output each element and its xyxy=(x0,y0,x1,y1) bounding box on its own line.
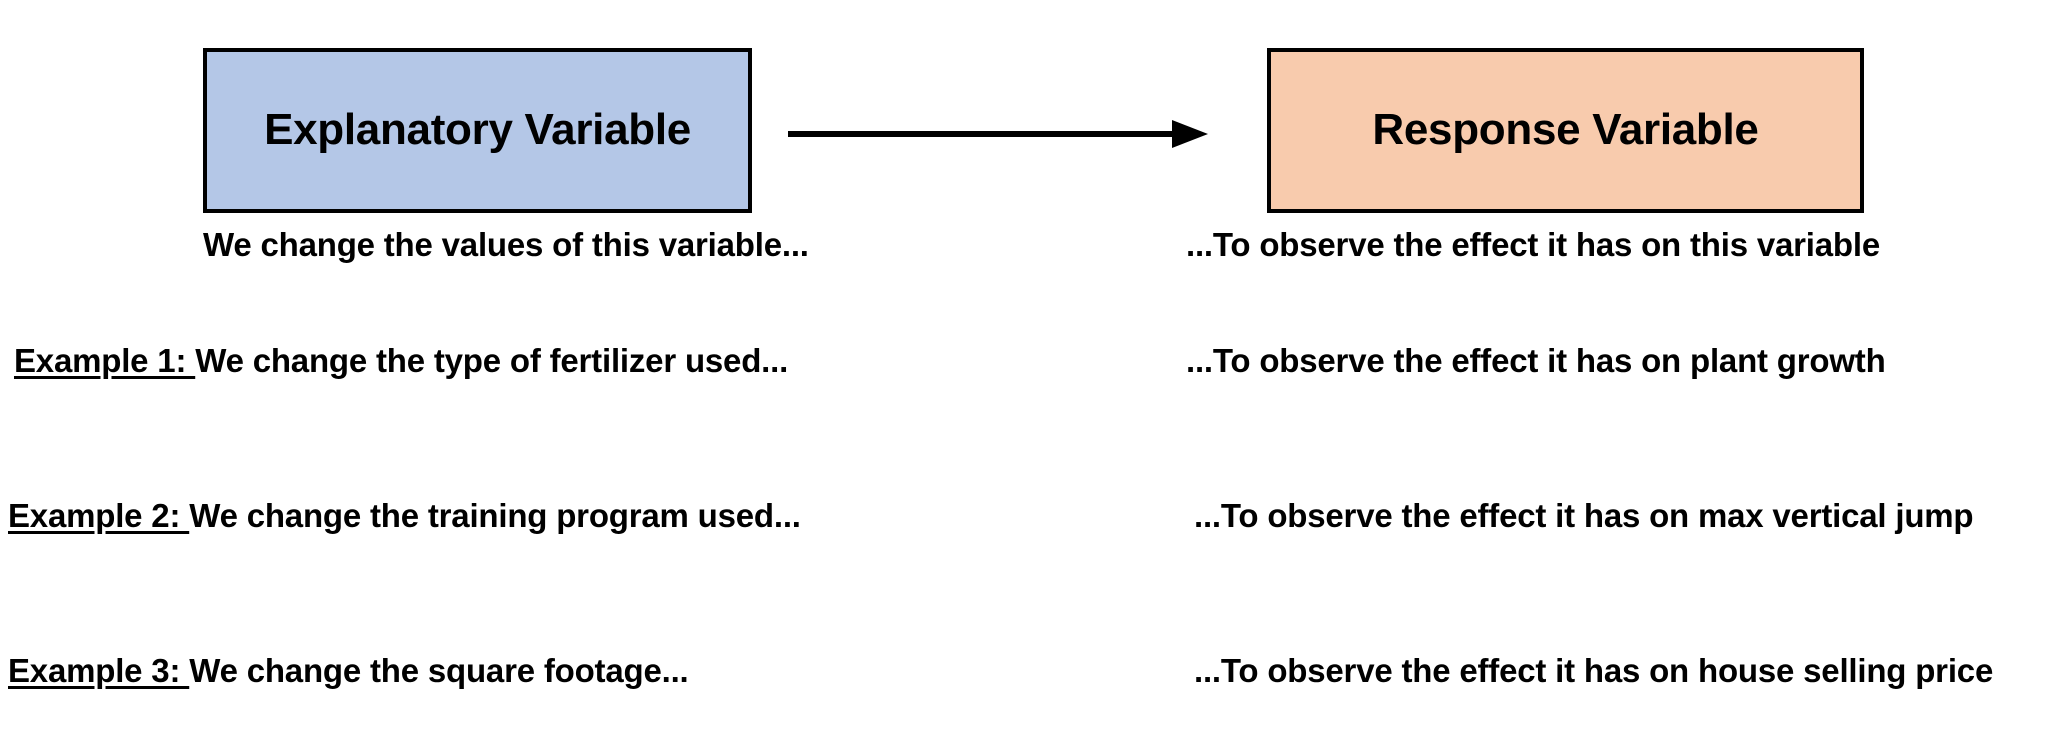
response-caption: ...To observe the effect it has on this … xyxy=(1186,226,1880,263)
example-3-response-text: ...To observe the effect it has on house… xyxy=(1194,652,1994,689)
explanatory-caption: We change the values of this variable... xyxy=(203,226,809,263)
example-1-label: Example 1: xyxy=(14,342,196,379)
response-variable-box: Response Variable xyxy=(1267,48,1864,213)
example-1-left-text: Example 1: We change the type of fertili… xyxy=(14,338,788,384)
example-2-label: Example 2: xyxy=(8,497,190,534)
example-row: Example 2: We change the training progra… xyxy=(0,493,2051,539)
example-2-response-text: ...To observe the effect it has on max v… xyxy=(1194,497,1974,534)
example-row: Example 3: We change the square footage.… xyxy=(0,648,2051,694)
response-variable-label: Response Variable xyxy=(1372,105,1759,155)
caption-row: We change the values of this variable...… xyxy=(0,222,2051,268)
arrow-right-icon xyxy=(788,120,1208,148)
arrow-head xyxy=(1172,120,1208,148)
example-3-left-text: Example 3: We change the square footage.… xyxy=(8,648,689,694)
example-1-response-text: ...To observe the effect it has on plant… xyxy=(1186,342,1886,379)
example-3-explanatory-text: We change the square footage... xyxy=(189,652,689,689)
explanatory-variable-label: Explanatory Variable xyxy=(264,105,691,155)
example-2-left-text: Example 2: We change the training progra… xyxy=(8,493,801,539)
example-2-explanatory-text: We change the training program used... xyxy=(189,497,801,534)
example-1-explanatory-text: We change the type of fertilizer used... xyxy=(195,342,789,379)
example-3-label: Example 3: xyxy=(8,652,190,689)
example-row: Example 1: We change the type of fertili… xyxy=(0,338,2051,384)
explanatory-variable-box: Explanatory Variable xyxy=(203,48,752,213)
